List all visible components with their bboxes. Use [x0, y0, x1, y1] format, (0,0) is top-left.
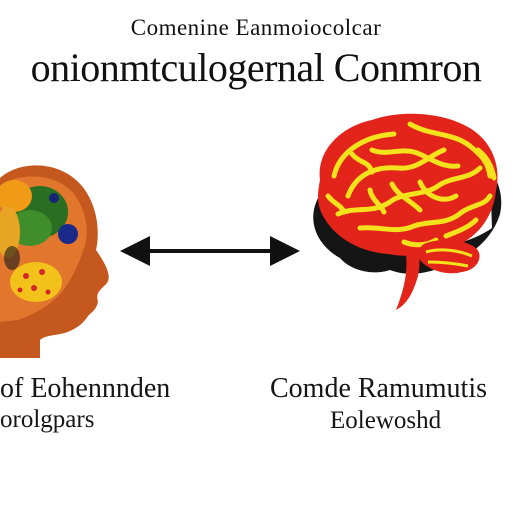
- cheese-dot: [31, 285, 37, 291]
- cheese-dot: [23, 273, 29, 279]
- brain-body: [318, 113, 498, 256]
- brain-stem: [396, 252, 420, 310]
- orange-shape: [0, 180, 32, 212]
- brain-gyri: [325, 121, 497, 248]
- left-caption-line-2: orolgpars: [0, 406, 95, 433]
- left-caption-line-1: of Eohennnden: [0, 373, 171, 404]
- title-line-1: Comenine Eanmoiocolcar: [130, 15, 382, 40]
- title-line-2: onionmtculogernal Conmron: [30, 45, 482, 90]
- cerebellum-fold: [427, 260, 469, 268]
- cheese-dot: [45, 289, 51, 295]
- blueberry-shape: [58, 224, 78, 244]
- apple-shape: [0, 206, 20, 258]
- cheese-dot: [39, 269, 45, 275]
- right-caption-line-2: Eolewoshd: [330, 407, 442, 434]
- ear-shape: [4, 246, 20, 270]
- right-caption-line-1: Comde Ramumutis: [270, 373, 487, 404]
- cheese-dot: [17, 287, 23, 293]
- blueberry-shape-2: [49, 193, 59, 203]
- cerebellum-fold: [425, 248, 473, 258]
